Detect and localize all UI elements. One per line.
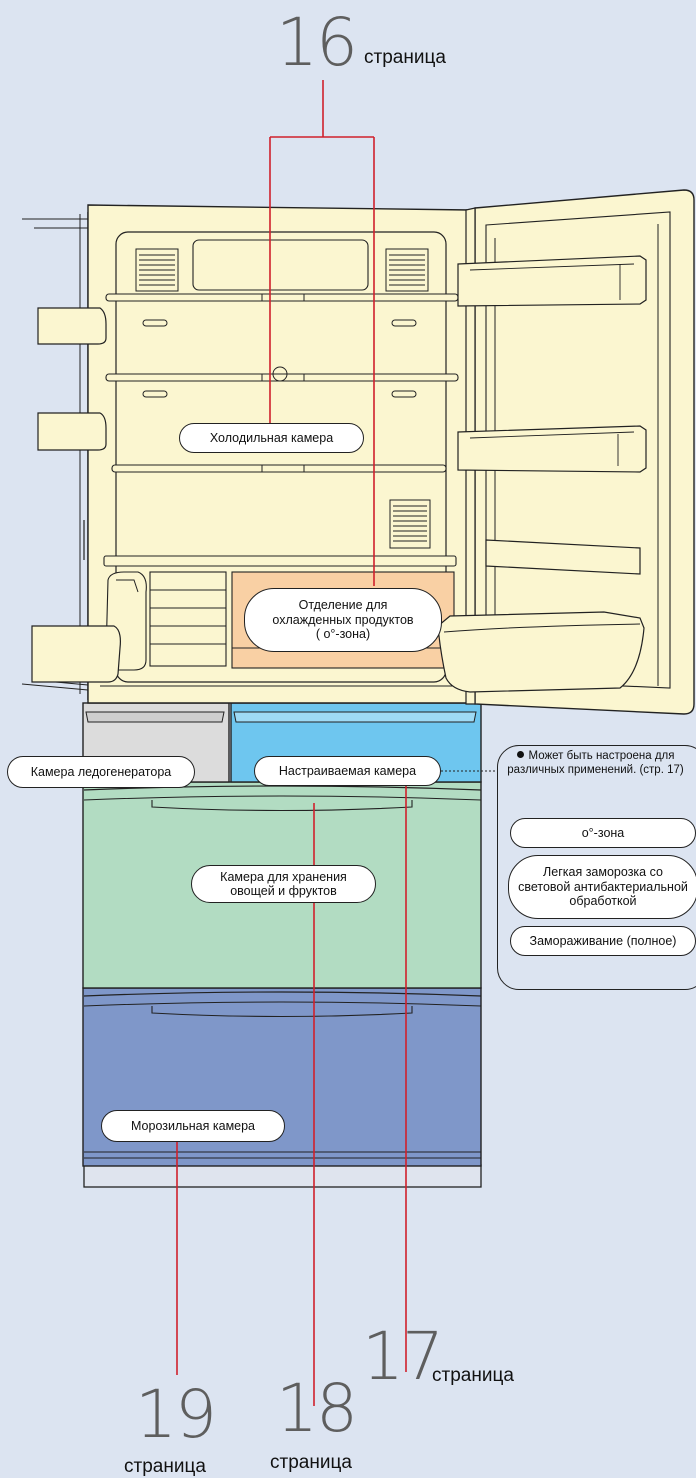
- option-full-freeze: Замораживание (полное): [510, 926, 696, 956]
- left-door-pockets: [31, 307, 121, 683]
- page-word-16: страница: [364, 47, 446, 68]
- page-number-17: 17: [362, 1318, 444, 1395]
- page-number-19: 19: [135, 1376, 217, 1453]
- label-ice-maker-compartment: Камера ледогенератора: [7, 756, 195, 788]
- vent-grille-left: [135, 248, 179, 292]
- page-word-17: страница: [432, 1365, 514, 1386]
- page-word-19: страница: [124, 1456, 206, 1477]
- page-number-18: 18: [276, 1370, 358, 1447]
- shelves: [103, 293, 459, 567]
- label-vegetable-compartment: Камера для хранения овощей и фруктов: [191, 865, 376, 903]
- bottom-base: [83, 1164, 482, 1188]
- adjustable-note: Может быть настроена для различных приме…: [483, 750, 696, 778]
- option-light-freeze: Легкая заморозка со световой антибактери…: [508, 855, 696, 919]
- page-number-16: 16: [276, 4, 358, 81]
- label-chilled-zone: Отделение для охлажденных продуктов ( о°…: [244, 588, 442, 652]
- adjustable-note-text: Может быть настроена для различных приме…: [507, 750, 684, 776]
- ice-maker-tank: [149, 571, 227, 667]
- leader-lines: [176, 80, 407, 1406]
- page-word-18: страница: [270, 1452, 352, 1473]
- option-zero-zone: о°-зона: [510, 818, 696, 848]
- label-freezer-compartment: Морозильная камера: [101, 1110, 285, 1142]
- adjustable-options-box: [497, 745, 696, 990]
- label-adjustable-compartment: Настраиваемая камера: [254, 756, 441, 786]
- label-refrigerator-compartment: Холодильная камера: [179, 423, 364, 453]
- vent-grille-lower: [389, 499, 431, 549]
- bullet-icon: [516, 751, 524, 758]
- vent-grille-right: [385, 248, 429, 292]
- door-bins: [437, 255, 647, 693]
